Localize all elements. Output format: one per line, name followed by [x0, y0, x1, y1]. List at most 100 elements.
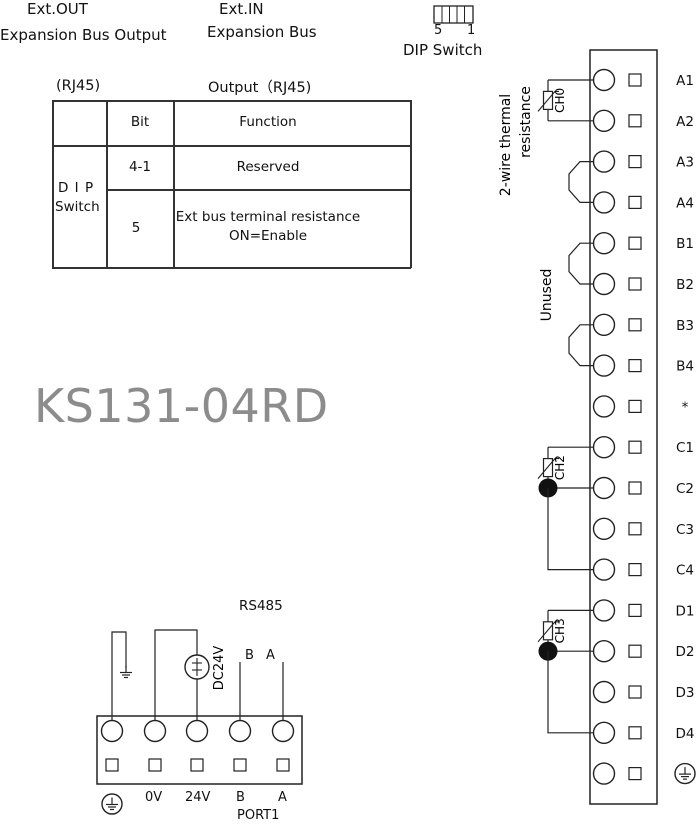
port1-label-0v: 0V — [145, 790, 163, 805]
terminal-block-body — [589, 49, 658, 805]
terminal-label: C4 — [676, 563, 694, 579]
terminal-label: A2 — [676, 114, 694, 130]
two-wire-label: resistance — [518, 86, 534, 158]
ground-icon — [120, 665, 132, 679]
table-header-function: Function — [239, 114, 297, 130]
thermal-resistor-ch0: CH0 — [537, 80, 567, 121]
two-wire-label: 2-wire thermal — [498, 94, 514, 196]
terminal-led-window — [628, 685, 642, 699]
terminal-led-window — [628, 277, 642, 291]
terminal-label: A4 — [676, 195, 694, 211]
wire-label-a: A — [266, 648, 275, 663]
terminal-row: B1 — [592, 231, 694, 255]
terminal-led-window — [628, 644, 642, 658]
ext-out-title: Ext.OUT — [27, 0, 88, 18]
terminal-row: C2 — [592, 476, 694, 500]
terminal-row — [592, 762, 696, 785]
port-terminal — [228, 719, 252, 772]
terminal-screw — [592, 395, 616, 418]
ext-in-subtitle: Expansion Bus — [207, 23, 317, 41]
thermal-resistor-ch2: CH2 — [537, 447, 567, 488]
terminal-led-window — [628, 359, 642, 373]
terminal-label: B2 — [676, 277, 694, 293]
terminal-led-window — [628, 481, 642, 495]
dc24v-label: DC24V — [212, 646, 227, 691]
terminal-label: * — [682, 399, 689, 415]
terminal-led-window — [628, 726, 642, 740]
terminal-led-window — [628, 399, 642, 413]
channel-label: CH2 — [553, 455, 567, 480]
port1-label-24v: 24V — [185, 790, 211, 805]
terminal-label: C3 — [676, 522, 694, 538]
terminal-label: A3 — [676, 155, 694, 171]
terminal-row: C1 — [592, 436, 694, 459]
terminal-led-window — [628, 155, 642, 169]
table-group-label-switch: Switch — [55, 199, 100, 215]
rs485-label: RS485 — [239, 598, 283, 614]
terminal-led-window — [628, 562, 642, 577]
terminal-led-window — [628, 522, 642, 536]
terminal-screw — [592, 680, 616, 704]
terminal-screw — [100, 719, 124, 743]
table-caption-right: Output（RJ45) — [208, 80, 312, 96]
terminal-label: C1 — [676, 440, 694, 456]
terminal-led-window — [148, 758, 162, 772]
terminal-screw — [592, 517, 616, 540]
unused-jumper — [568, 242, 594, 285]
terminal-label: D3 — [676, 685, 695, 701]
terminal-row: B3 — [592, 313, 694, 336]
table-cell-bit: 4-1 — [128, 159, 152, 175]
terminal-led-window — [190, 758, 204, 772]
earth-ground-icon — [674, 762, 696, 785]
unused-jumper — [568, 324, 594, 367]
port-terminal — [143, 719, 167, 772]
terminal-screw — [228, 719, 252, 743]
earth-ground-icon — [101, 793, 123, 815]
model-name: KS131-04RD — [34, 379, 329, 433]
ext-in-title: Ext.IN — [219, 0, 264, 18]
terminal-led-window — [628, 440, 642, 454]
terminal-label: A1 — [676, 73, 694, 89]
terminal-led-window — [233, 758, 247, 772]
dip-switch-label: DIP Switch — [403, 41, 483, 59]
terminal-row: D3 — [592, 680, 695, 704]
ext-out-subtitle: Expansion Bus Output — [0, 26, 167, 44]
terminal-label: D4 — [676, 726, 695, 742]
terminal-led-window — [105, 758, 119, 772]
unused-jumper — [568, 161, 594, 203]
terminal-row: D2 — [592, 640, 695, 663]
wire-label-b: B — [245, 648, 254, 663]
terminal-row: A2 — [592, 109, 694, 133]
table-caption-left: (RJ45) — [56, 78, 101, 94]
unused-label: Unused — [539, 269, 555, 322]
terminal-label: D2 — [676, 644, 695, 660]
table-header-bit: Bit — [130, 114, 150, 130]
channel-label: CH3 — [553, 618, 567, 643]
terminal-row: B2 — [592, 272, 694, 296]
terminal-row: * — [592, 395, 689, 418]
terminal-label: B1 — [676, 236, 694, 252]
terminal-row: C4 — [592, 558, 694, 581]
terminal-row: C3 — [592, 517, 694, 540]
port1-label-a: A — [278, 790, 287, 805]
terminal-label: B3 — [676, 318, 694, 334]
terminal-led-window — [628, 603, 642, 618]
terminal-screw — [143, 719, 167, 743]
terminal-led-window — [628, 114, 642, 128]
terminal-row: A1 — [592, 68, 694, 92]
dip-number-5: 5 — [434, 23, 443, 38]
port-terminal — [100, 719, 124, 772]
channel-label: CH0 — [553, 88, 567, 113]
terminal-led-window — [628, 318, 642, 332]
dip-switch-icon — [433, 5, 474, 24]
table-cell-bit: 5 — [131, 220, 141, 236]
terminal-screw — [271, 719, 295, 743]
terminal-led-window — [628, 195, 642, 209]
table-cell-function: Reserved — [236, 159, 300, 175]
terminal-led-window — [628, 73, 642, 87]
thermal-resistor-ch3: CH3 — [537, 610, 567, 652]
terminal-label: B4 — [676, 359, 694, 375]
